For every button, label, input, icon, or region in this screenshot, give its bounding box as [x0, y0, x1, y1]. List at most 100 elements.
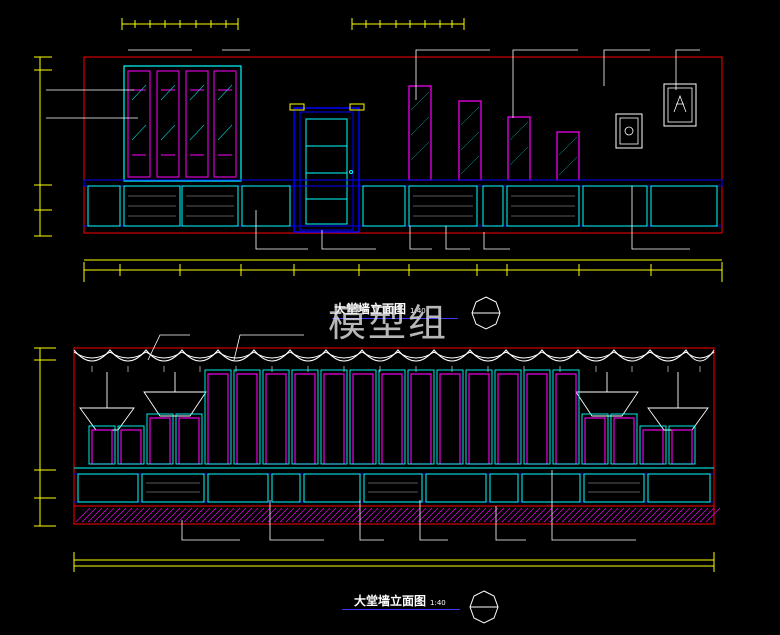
- hatch-line: [561, 507, 577, 523]
- glass-panel: [207, 373, 229, 465]
- hatch-line: [567, 507, 583, 523]
- left-dimension-top: [34, 56, 52, 237]
- panel-frame: [233, 369, 261, 465]
- hatch-line: [441, 507, 457, 523]
- glass-panel: [584, 417, 606, 465]
- hatch-line: [381, 507, 397, 523]
- hatch-line: [627, 507, 643, 523]
- hatch-line: [507, 507, 523, 523]
- hatch-line: [261, 507, 277, 523]
- top-drawing-title: 大堂墙立面图 1:40: [334, 300, 426, 317]
- hatch-line: [285, 507, 301, 523]
- glass-panels: [91, 373, 693, 465]
- curtain-valance: [73, 349, 715, 372]
- hatch-line: [213, 507, 229, 523]
- panel-frame: [610, 413, 638, 465]
- hatch-line: [177, 507, 193, 523]
- hatch-line: [705, 507, 721, 523]
- hatch-line: [273, 507, 289, 523]
- hatch-line: [465, 507, 481, 523]
- hatch-line: [315, 507, 331, 523]
- display-columns: [408, 85, 580, 181]
- panel-frame: [204, 369, 232, 465]
- glass-panel: [613, 417, 635, 465]
- hatch-line: [633, 507, 649, 523]
- hatch-line: [429, 507, 445, 523]
- hatch-line: [645, 507, 661, 523]
- hatch-line: [597, 507, 613, 523]
- top-title-text: 大堂墙立面图: [334, 302, 407, 316]
- top-title-underline: [332, 318, 458, 319]
- hatch-line: [279, 507, 295, 523]
- panel-frame: [291, 369, 319, 465]
- panel-frame: [320, 369, 348, 465]
- hatch-line: [297, 507, 313, 523]
- hatch-line: [639, 507, 655, 523]
- glass-panel: [497, 373, 519, 465]
- top-dimension-ticks: [121, 18, 465, 30]
- panel-frame: [262, 369, 290, 465]
- hatch-line: [141, 507, 157, 523]
- hatch-line: [195, 507, 211, 523]
- bottom-elevation: [34, 334, 721, 624]
- hatch-line: [81, 507, 97, 523]
- column-hatching: [410, 91, 578, 176]
- hatch-line: [219, 507, 235, 523]
- top-title-scale: 1:40: [410, 307, 426, 315]
- hatch-line: [93, 507, 109, 523]
- hatch-line: [693, 507, 709, 523]
- glass-panel: [671, 429, 693, 465]
- north-marker-bottom: [469, 590, 499, 624]
- panel-frame: [349, 369, 377, 465]
- picture-frame-left: [615, 113, 643, 149]
- panel-frame: [581, 413, 609, 465]
- hatch-line: [123, 507, 139, 523]
- hatch-line: [105, 507, 121, 523]
- hatch-line: [303, 507, 319, 523]
- hatch-line: [237, 507, 253, 523]
- glass-panel: [642, 429, 664, 465]
- hatch-line: [687, 507, 703, 523]
- hatch-line: [489, 507, 505, 523]
- hatch-line: [411, 507, 427, 523]
- panel-frame: [407, 369, 435, 465]
- panel-frame: [378, 369, 406, 465]
- hatch-line: [675, 507, 691, 523]
- top-bottom-dimension: [83, 259, 723, 282]
- hatch-line: [657, 507, 673, 523]
- hatch-line: [453, 507, 469, 523]
- hatch-line: [525, 507, 541, 523]
- glass-panel: [323, 373, 345, 465]
- hatch-line: [153, 507, 169, 523]
- hatch-line: [555, 507, 571, 523]
- hatch-line: [87, 507, 103, 523]
- hatch-line: [207, 507, 223, 523]
- glass-panel: [381, 373, 403, 465]
- hatch-line: [99, 507, 115, 523]
- hatch-line: [573, 507, 589, 523]
- floor-band: [73, 505, 721, 525]
- hatch-line: [651, 507, 667, 523]
- glass-panel: [468, 373, 490, 465]
- hatch-line: [579, 507, 595, 523]
- panel-frame: [88, 425, 116, 465]
- hatch-line: [375, 507, 391, 523]
- panel-frame: [639, 425, 667, 465]
- glass-panel: [294, 373, 316, 465]
- panel-frame: [523, 369, 551, 465]
- bottom-counter: [74, 467, 714, 503]
- hatch-line: [471, 507, 487, 523]
- hatch-line: [309, 507, 325, 523]
- hatch-line: [249, 507, 265, 523]
- bottom-title-underline: [342, 609, 460, 610]
- top-elevation: [34, 18, 723, 330]
- hatch-line: [519, 507, 535, 523]
- hatch-line: [147, 507, 163, 523]
- glass-panel: [410, 373, 432, 465]
- hatch-line: [477, 507, 493, 523]
- glass-panel: [526, 373, 548, 465]
- glass-panel: [149, 417, 171, 465]
- hatch-line: [225, 507, 241, 523]
- glass-panel: [178, 417, 200, 465]
- glass-panel: [555, 373, 577, 465]
